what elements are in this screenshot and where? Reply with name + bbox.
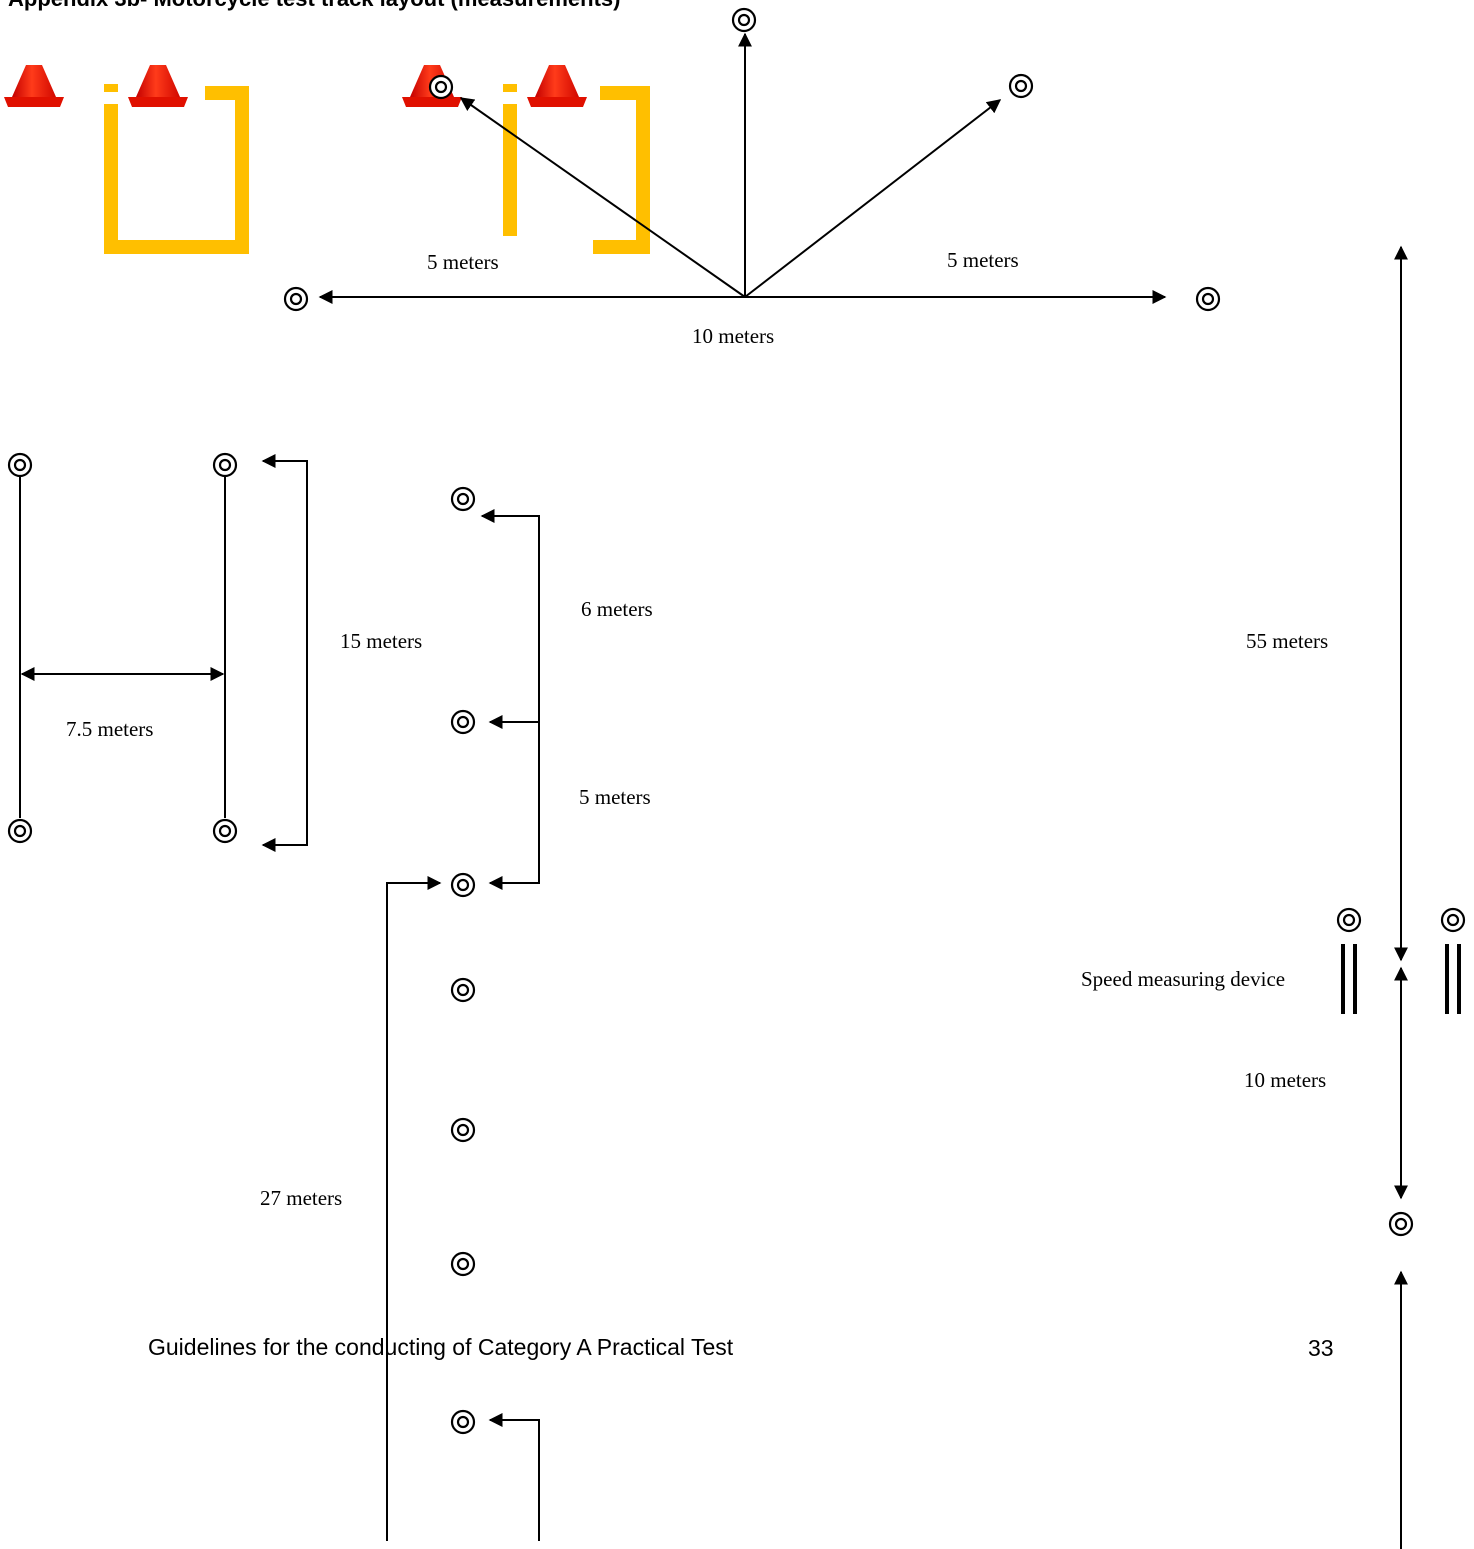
footer-text: Guidelines for the conducting of Categor… bbox=[148, 1334, 734, 1360]
marker-target-icon bbox=[450, 872, 476, 898]
marker-target-icon bbox=[212, 452, 238, 478]
label-long-right: 55 meters bbox=[1246, 629, 1329, 653]
label-braking-distance: 10 meters bbox=[1244, 1068, 1327, 1092]
label-h-width: 7.5 meters bbox=[66, 717, 154, 741]
marker-target-icon bbox=[428, 74, 454, 100]
marker-target-icon bbox=[450, 977, 476, 1003]
page-title: Appendix 3b- Motorcycle test track layou… bbox=[8, 0, 621, 12]
marker-target-icon bbox=[450, 1251, 476, 1277]
marker-target-icon bbox=[450, 1409, 476, 1435]
marker-target-icon bbox=[450, 486, 476, 512]
label-left-diagonal: 5 meters bbox=[427, 250, 499, 274]
avoidance-arrows bbox=[318, 32, 1167, 304]
marker-target-icon bbox=[450, 1117, 476, 1143]
gate-right bbox=[503, 84, 650, 254]
marker-target-icon bbox=[283, 286, 309, 312]
label-slalom-top: 6 meters bbox=[581, 597, 653, 621]
marker-target-icon bbox=[1440, 907, 1466, 933]
slalom-brackets bbox=[386, 509, 540, 1541]
label-h-height: 15 meters bbox=[340, 629, 423, 653]
marker-target-icon bbox=[731, 7, 757, 33]
marker-target-icon bbox=[7, 452, 33, 478]
marker-target-icon bbox=[1195, 286, 1221, 312]
label-long-left: 27 meters bbox=[260, 1186, 343, 1210]
marker-target-icon bbox=[1008, 73, 1034, 99]
label-right-diagonal: 5 meters bbox=[947, 248, 1019, 272]
markers bbox=[7, 7, 1466, 1435]
traffic-cone-icon bbox=[527, 65, 587, 107]
marker-target-icon bbox=[7, 818, 33, 844]
traffic-cone-icon bbox=[128, 65, 188, 107]
h-figure bbox=[19, 454, 308, 852]
label-speed-device: Speed measuring device bbox=[1081, 967, 1286, 991]
traffic-cone-icon bbox=[4, 65, 64, 107]
page-number: 33 bbox=[1308, 1335, 1334, 1361]
marker-target-icon bbox=[450, 709, 476, 735]
label-horizontal-distance: 10 meters bbox=[692, 324, 775, 348]
marker-target-icon bbox=[1336, 907, 1362, 933]
gate-left bbox=[104, 84, 249, 254]
marker-target-icon bbox=[1388, 1211, 1414, 1237]
label-slalom-mid: 5 meters bbox=[579, 785, 651, 809]
marker-target-icon bbox=[212, 818, 238, 844]
speed-device-bars bbox=[1341, 944, 1461, 1014]
